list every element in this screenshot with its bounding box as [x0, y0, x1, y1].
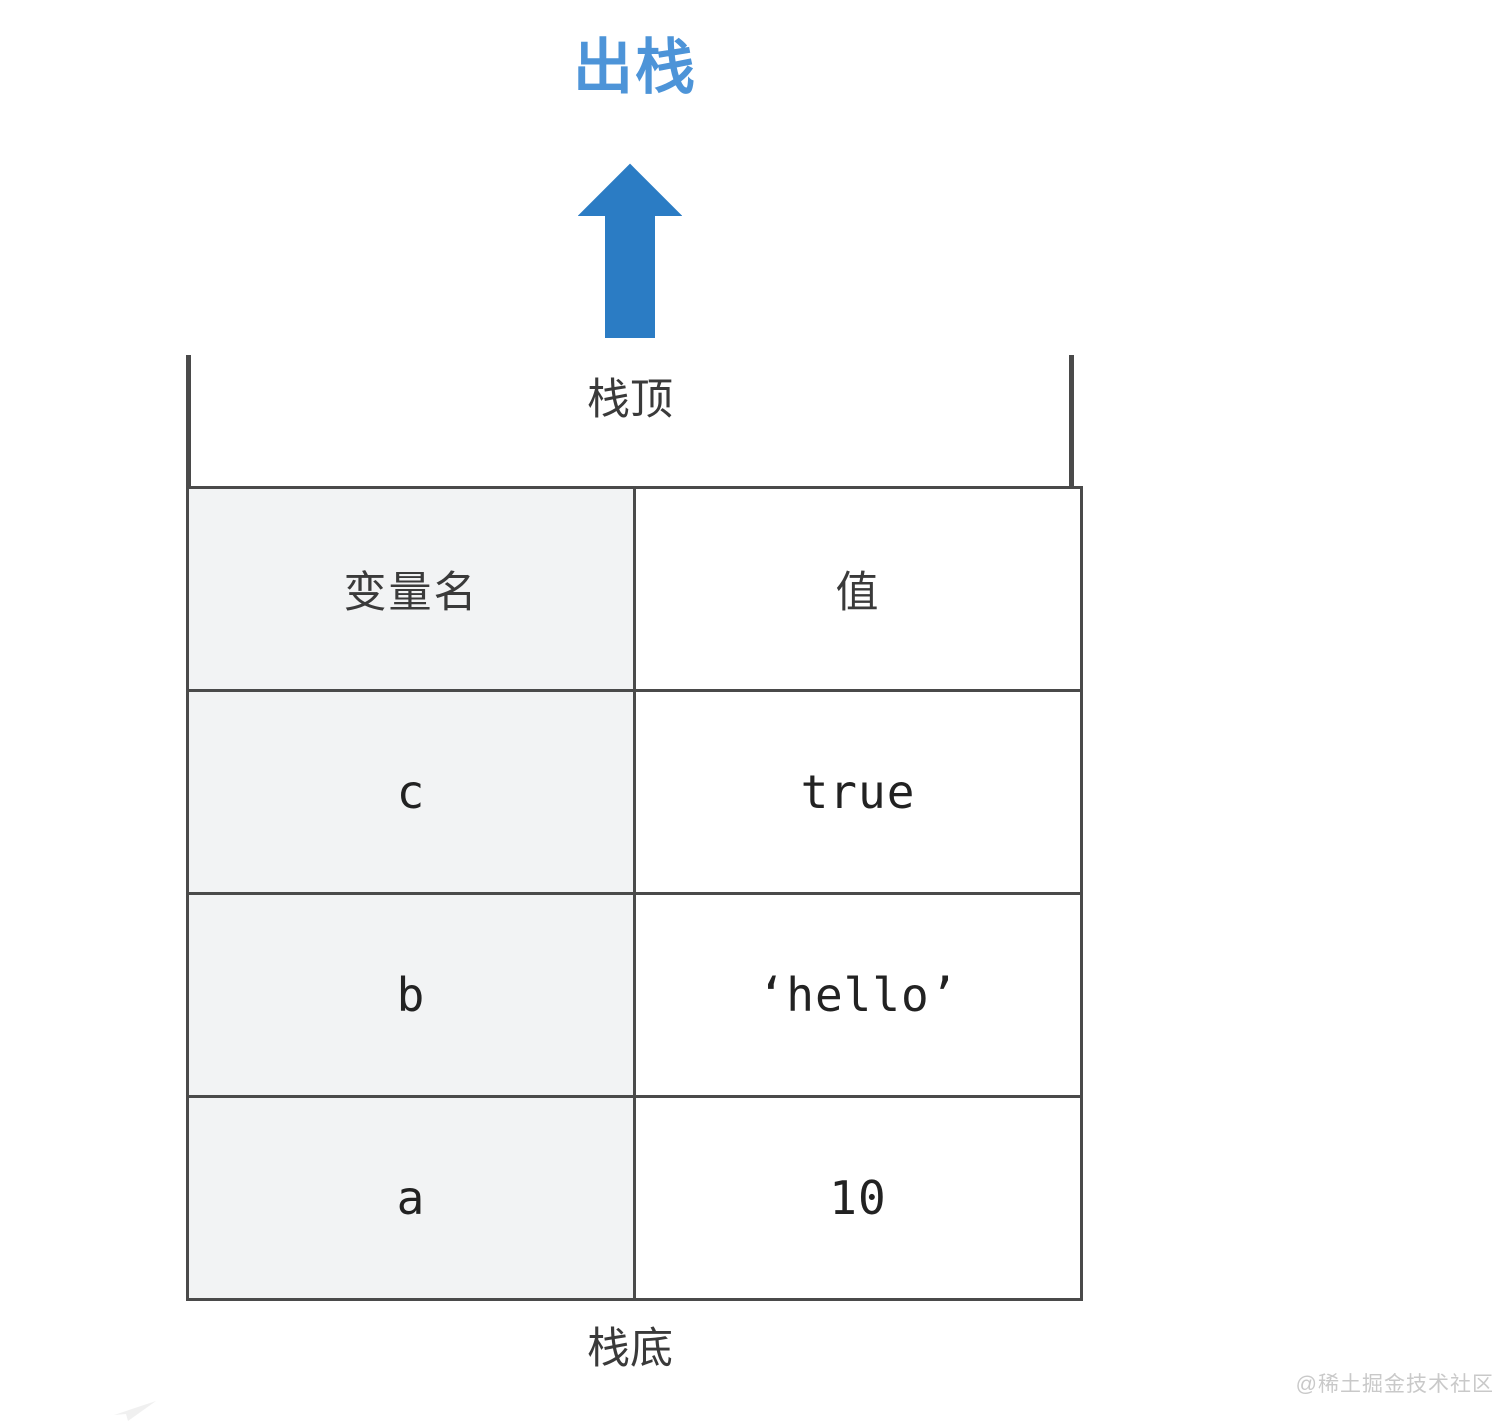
table-row: a 10 [186, 1095, 1083, 1301]
paper-plane-icon [112, 1397, 158, 1423]
stack-right-rail [1069, 355, 1074, 491]
stack-table: 变量名 值 c true b ‘hello’ a 10 [186, 486, 1083, 1301]
arrow-up-icon [578, 163, 682, 339]
table-row: c true [186, 689, 1083, 895]
stack-row-name-c: c [186, 689, 636, 895]
stack-row-value-b: ‘hello’ [633, 892, 1083, 1098]
column-header-variable-name: 变量名 [186, 486, 636, 692]
page-title: 出栈 [573, 34, 697, 101]
table-header-row: 变量名 值 [186, 486, 1083, 692]
stack-row-name-b: b [186, 892, 636, 1098]
stack-top-label: 栈顶 [587, 376, 673, 424]
stack-row-value-c: true [633, 689, 1083, 895]
stack-row-name-a: a [186, 1095, 636, 1301]
table-row: b ‘hello’ [186, 892, 1083, 1098]
stack-bottom-label: 栈底 [587, 1325, 673, 1373]
column-header-value: 值 [633, 486, 1083, 692]
stack-container: 栈顶 变量名 值 c true b ‘hello’ a 10 [186, 355, 1083, 1301]
stack-left-rail [186, 355, 191, 491]
watermark-text: @稀土掘金技术社区 [1295, 1373, 1494, 1396]
stack-row-value-a: 10 [633, 1095, 1083, 1301]
